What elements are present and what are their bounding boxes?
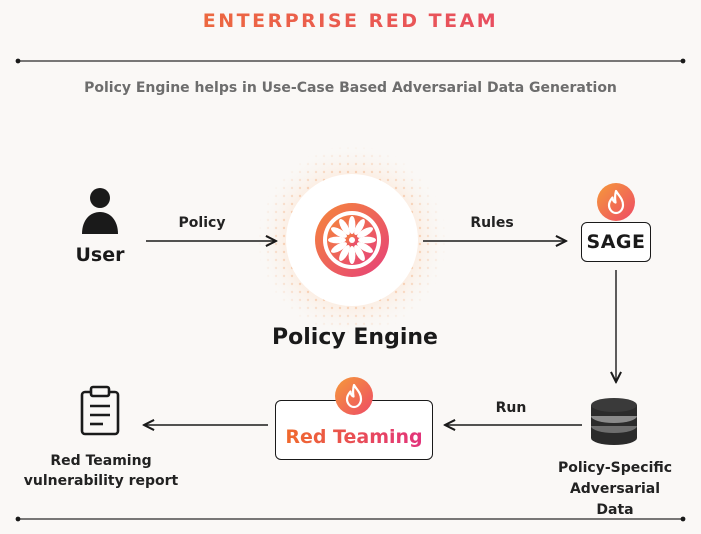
data-label-line-1: Policy-Specific	[557, 460, 673, 476]
red-teaming-flame-icon	[335, 377, 373, 415]
data-label: Policy-Specific Adversarial Data	[546, 458, 684, 521]
data-label-line-3: Data	[596, 502, 634, 518]
clipboard-report-icon	[80, 385, 120, 436]
page-subtitle: Policy Engine helps in Use-Case Based Ad…	[84, 80, 617, 96]
report-label-line-2: vulnerability report	[23, 473, 179, 489]
edge-label-run: Run	[495, 400, 527, 416]
report-label-line-1: Red Teaming	[50, 453, 152, 469]
user-icon	[82, 188, 118, 234]
policy-engine-logo-icon	[315, 203, 389, 277]
edge-label-rules: Rules	[470, 215, 514, 231]
edge-label-policy: Policy	[178, 215, 226, 231]
sage-node: SAGE	[581, 222, 651, 262]
red-teaming-label: Red Teaming	[285, 426, 423, 448]
policy-engine-label: Policy Engine	[272, 325, 438, 350]
sage-label: SAGE	[586, 231, 646, 253]
sage-flame-icon	[597, 183, 635, 221]
report-label: Red Teaming vulnerability report	[18, 451, 184, 491]
page-title: ENTERPRISE RED TEAM	[0, 10, 701, 32]
database-icon	[591, 398, 637, 445]
user-label: User	[75, 244, 125, 266]
data-label-line-2: Adversarial	[569, 481, 661, 497]
